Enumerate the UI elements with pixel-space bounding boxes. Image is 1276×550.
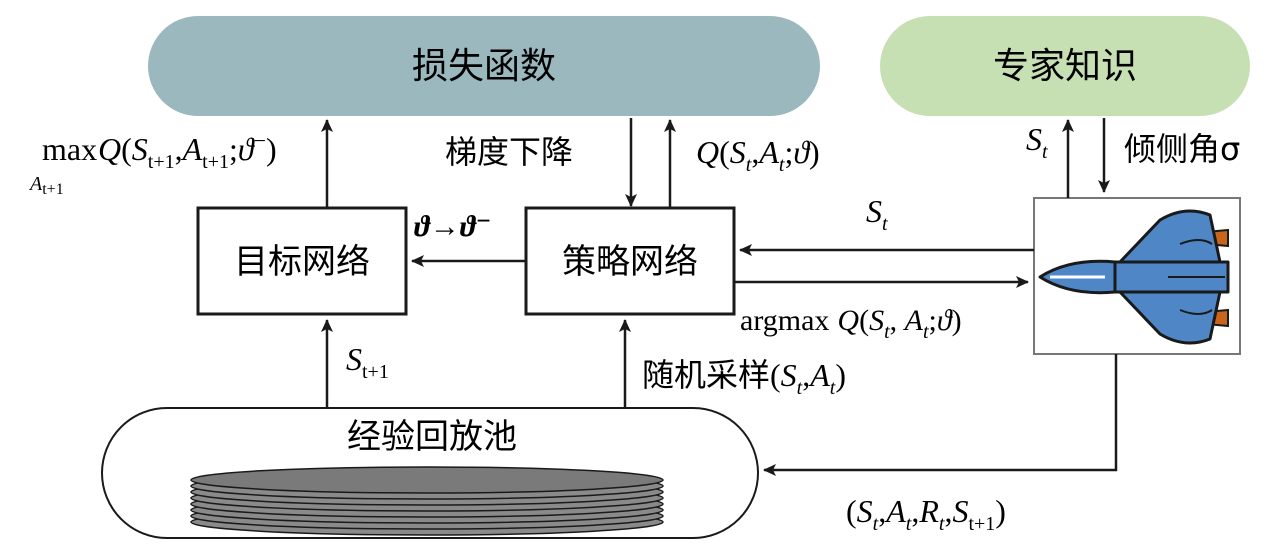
state-to-expert-label: St — [1026, 121, 1048, 163]
replay-buffer-stack-icon — [190, 466, 664, 536]
target-network-label: 目标网络 — [234, 242, 370, 282]
replay-buffer-node: 经验回放池 — [101, 407, 759, 539]
loss-function-node: 损失函数 — [148, 16, 820, 116]
policy-q-label: Q(St,At;ϑ) — [696, 134, 820, 176]
target-network-box — [196, 206, 408, 316]
max-subscript: At+1 — [28, 173, 64, 198]
bank-angle-label: 倾侧角σ — [1124, 130, 1240, 168]
expert-knowledge-label: 专家知识 — [993, 46, 1137, 87]
arrow-env-to-buffer — [763, 354, 1118, 476]
policy-network-box — [524, 206, 736, 316]
target-q-expression: Q(St+1,At+1;ϑ−) — [98, 128, 277, 173]
random-sampling-label: 随机采样(St,At) — [642, 356, 846, 399]
transition-tuple-label: (St,At,Rt,St+1) — [846, 493, 1006, 535]
loss-function-label: 损失函数 — [412, 46, 556, 87]
parameter-update-label: ϑ→ϑ⁻ — [414, 210, 491, 243]
spacecraft-icon — [1038, 209, 1230, 345]
loss-function-bg — [148, 16, 820, 116]
expert-knowledge-node: 专家知识 — [880, 16, 1250, 116]
target-network-node: 目标网络 — [196, 206, 408, 316]
state-to-policy-label: St — [866, 193, 888, 235]
spacecraft-environment — [1033, 197, 1241, 355]
next-state-label: St+1 — [346, 341, 389, 383]
max-operator: max — [42, 131, 97, 167]
target-q-label: max At+1 Q(St+1,At+1;ϑ−) — [28, 128, 277, 198]
gradient-descent-label: 梯度下降 — [445, 133, 573, 171]
replay-buffer-label: 经验回放池 — [347, 417, 517, 457]
expert-knowledge-bg — [880, 16, 1250, 116]
policy-network-node: 策略网络 — [524, 206, 736, 316]
policy-network-label: 策略网络 — [562, 242, 698, 282]
